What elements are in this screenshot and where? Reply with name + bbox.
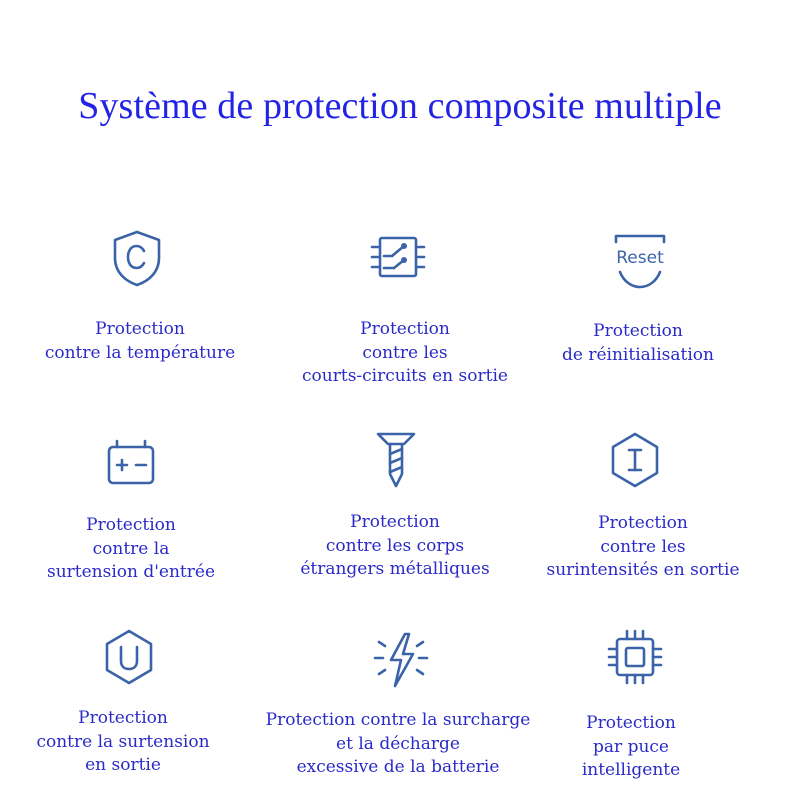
caption-line: Protection <box>78 708 168 728</box>
reset-icon-label: Reset <box>616 248 664 268</box>
lightning-bolt-icon <box>369 628 433 692</box>
caption-line: étrangers métalliques <box>300 559 490 579</box>
caption-line: intelligente <box>581 760 681 780</box>
caption-line: Protection <box>350 512 440 532</box>
caption-line: Protection <box>598 513 688 533</box>
caption-foreign-metal-protection: Protection contre les corps étrangers mé… <box>245 511 545 582</box>
screw-icon <box>364 428 428 492</box>
caption-line: surintensités en sortie <box>546 560 740 580</box>
page-title: Système de protection composite multiple <box>78 85 722 127</box>
battery-icon <box>99 431 163 495</box>
caption-short-circuit-protection: Protection contre les courts-circuits en… <box>255 318 555 389</box>
caption-line: contre les <box>362 342 448 363</box>
caption-battery-charge-protection: Protection contre la surcharge et la déc… <box>248 709 548 780</box>
caption-line: contre la <box>92 538 170 559</box>
caption-line: excessive de la batterie <box>296 757 500 777</box>
caption-temperature-protection: Protection contre la température <box>0 318 290 365</box>
circuit-board-icon <box>366 226 430 290</box>
caption-line: contre la surtension <box>36 731 210 752</box>
caption-line: Protection <box>586 713 676 733</box>
caption-line: par puce <box>593 736 669 757</box>
caption-input-overvoltage-protection: Protection contre la surtension d'entrée <box>0 514 281 585</box>
caption-line: Protection <box>360 319 450 339</box>
caption-line: contre les <box>600 536 686 557</box>
caption-overcurrent-protection: Protection contre les surintensités en s… <box>493 512 793 583</box>
caption-line: courts-circuits en sortie <box>302 366 508 386</box>
caption-smart-chip-protection: Protection par puce intelligente <box>481 712 781 783</box>
caption-line: Protection contre la surcharge <box>265 710 531 730</box>
caption-line: Protection <box>95 319 185 339</box>
hexagon-i-icon <box>603 428 667 492</box>
hexagon-u-icon <box>97 625 161 689</box>
caption-line: et la décharge <box>336 733 460 754</box>
caption-line: Protection <box>86 515 176 535</box>
shield-c-icon <box>105 226 169 290</box>
caption-line: Protection <box>593 321 683 341</box>
caption-line: contre les corps <box>325 535 465 556</box>
caption-line: contre la température <box>44 342 236 363</box>
caption-line: surtension d'entrée <box>46 562 216 582</box>
caption-reset-protection: Protection de réinitialisation <box>488 320 788 367</box>
caption-output-overvoltage-protection: Protection contre la surtension en sorti… <box>0 707 273 778</box>
reset-icon: Reset <box>608 230 672 294</box>
caption-line: en sortie <box>85 755 161 775</box>
chip-icon <box>603 625 667 689</box>
caption-line: de réinitialisation <box>562 344 714 365</box>
